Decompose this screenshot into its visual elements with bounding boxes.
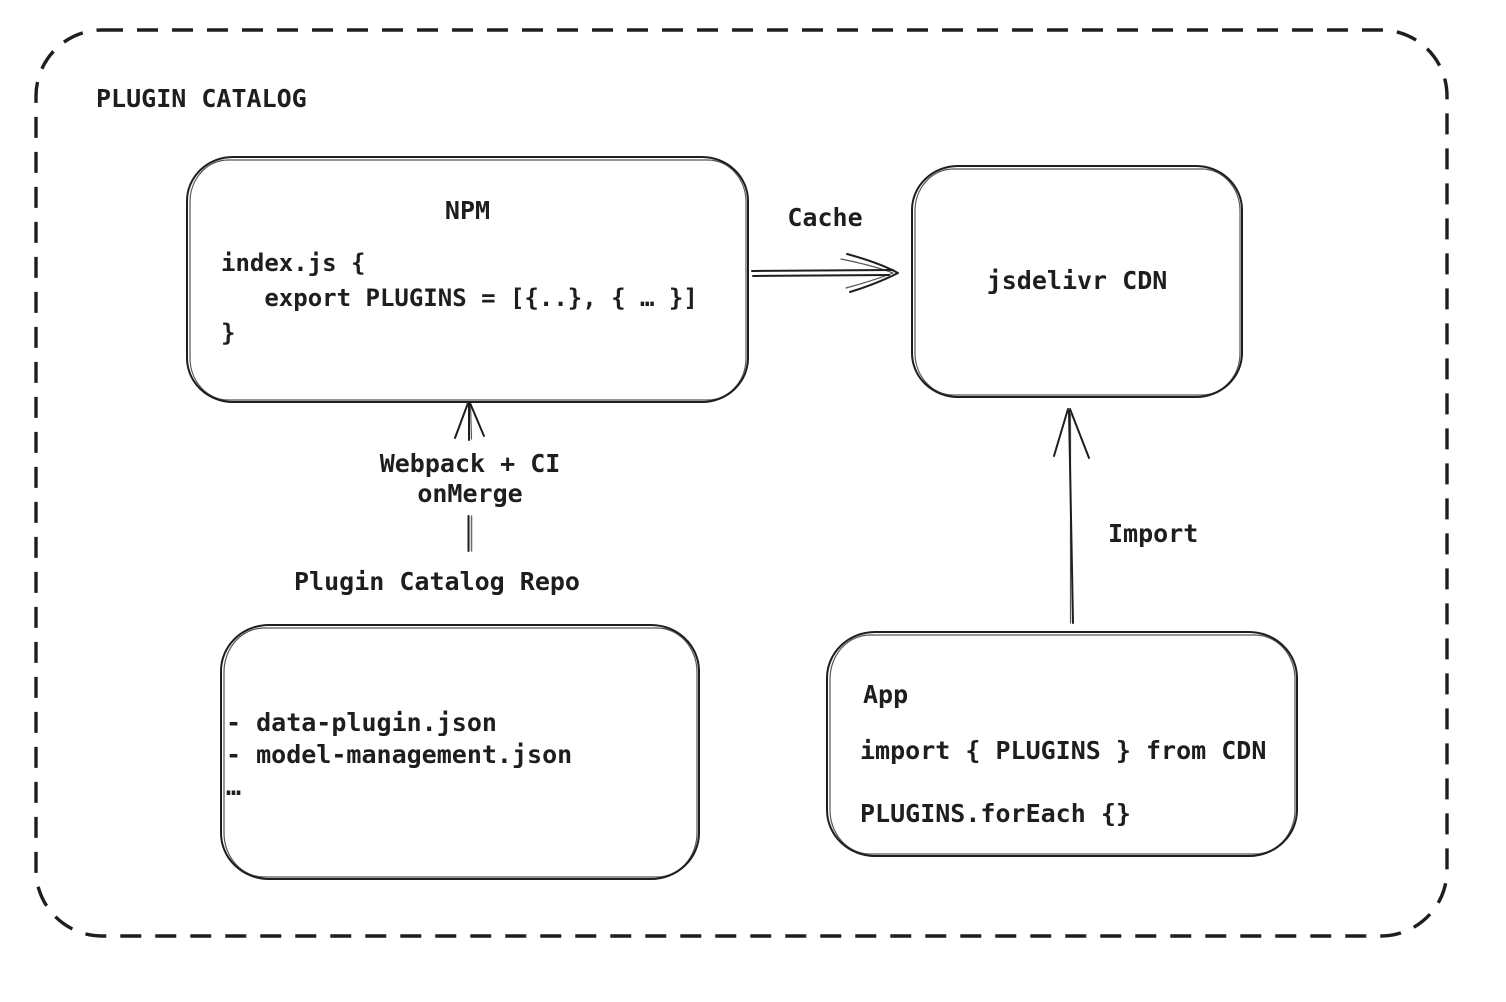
- cache-edge-label: Cache: [787, 203, 863, 232]
- repo-file-list: - data-plugin.json - model-management.js…: [226, 708, 573, 801]
- cdn-node-title: jsdelivr CDN: [986, 266, 1168, 295]
- repo-box-outline: [220, 624, 700, 880]
- app-code-line-foreach: PLUGINS.forEach {}: [860, 799, 1131, 828]
- npm-code-block: index.js { export PLUGINS = [{..}, { … }…: [221, 249, 698, 347]
- cdn-box-outline: [911, 165, 1243, 398]
- npm-box-outline-sketch: [189, 159, 747, 401]
- catalog-boundary-outline: [34, 28, 1449, 938]
- build-arrow: [454, 402, 485, 552]
- cache-arrow: [751, 253, 899, 293]
- npm-box-outline: [186, 156, 749, 403]
- import-edge-label: Import: [1108, 519, 1199, 548]
- app-box-outline-sketch: [829, 634, 1296, 855]
- diagram-title: PLUGIN CATALOG: [96, 84, 307, 113]
- app-box-outline: [826, 631, 1298, 857]
- import-arrow: [1053, 408, 1090, 624]
- repo-node-title: Plugin Catalog Repo: [294, 567, 580, 596]
- app-code-line-import: import { PLUGINS } from CDN: [860, 736, 1267, 765]
- build-edge-label: Webpack + CI onMerge: [379, 449, 561, 508]
- cdn-box-outline-sketch: [914, 168, 1241, 396]
- app-node-title: App: [863, 680, 909, 709]
- npm-node-title: NPM: [444, 196, 491, 225]
- repo-box-outline-sketch: [223, 627, 698, 878]
